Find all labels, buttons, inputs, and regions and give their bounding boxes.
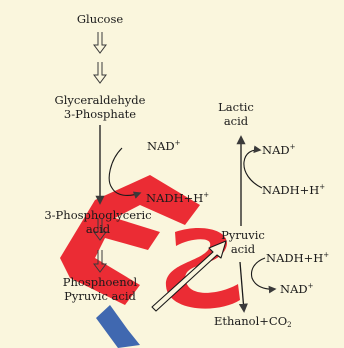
nadh-lactic-label: NADH+H+ (262, 183, 325, 197)
double-line-down-arrow-2 (93, 62, 107, 84)
nad-left-cofactor-curve (108, 147, 142, 199)
nadh-left-sup: + (203, 191, 210, 199)
nad-left-label: NAD+ (147, 139, 180, 153)
glyceraldehyde-line1: Glyceraldehyde (54, 93, 146, 107)
phosphoglyceric-line2: acid (85, 222, 111, 236)
pep-line2: Pyruvic acid (64, 289, 136, 303)
ethanol-text: Ethanol+CO (214, 314, 288, 328)
nad-lactic-text: NAD (262, 143, 290, 157)
nadh-lactic-cofactor-curve (243, 145, 263, 189)
lactic-line2: acid (223, 114, 249, 128)
nadh-lactic-text: NADH+H (262, 183, 320, 197)
nadh-ethanol-text: NADH+H (266, 251, 324, 265)
pyruvic-to-ethanol-arrow (238, 261, 248, 313)
double-line-down-arrow-4 (93, 250, 107, 273)
nad-ethanol-label: NAD+ (280, 282, 313, 296)
lactic-line1: Lactic (218, 100, 254, 114)
nadh-left-text: NADH+H (146, 191, 204, 205)
nadh-lactic-sup: + (319, 183, 326, 191)
double-line-down-arrow-3 (93, 218, 107, 241)
phosphoglyceric-line1: 3-Phosphoglyceric (44, 208, 152, 222)
nad-ethanol-sup: + (307, 282, 314, 290)
nad-lactic-label: NAD+ (262, 143, 295, 157)
nadh-left-label: NADH+H+ (146, 191, 209, 205)
nadh-ethanol-sup: + (323, 251, 330, 259)
hollow-diagonal-arrow (151, 240, 227, 312)
pyruvic-label: Pyruvic acid (215, 228, 271, 256)
double-line-down-arrow-1 (93, 32, 107, 54)
nad-left-sup: + (174, 139, 181, 147)
nadh-ethanol-cofactor-curve (250, 257, 277, 294)
watermark-letter-e (60, 175, 200, 305)
pep-line1: Phosphoenol (62, 275, 138, 289)
pyruvic-line1: Pyruvic (221, 228, 265, 242)
nad-ethanol-text: NAD (280, 282, 308, 296)
pep-label: Phosphoenol Pyruvic acid (40, 275, 160, 303)
nad-lactic-sup: + (289, 143, 296, 151)
glyceraldehyde-label: Glyceraldehyde 3-Phosphate (30, 93, 170, 121)
nad-left-text: NAD (147, 139, 175, 153)
phosphoglyceric-label: 3-Phosphoglyceric acid (28, 208, 168, 236)
pyruvic-line2: acid (230, 242, 256, 256)
glyceraldehyde-line2: 3-Phosphate (63, 107, 137, 121)
lactic-label: Lactic acid (206, 100, 266, 128)
ethanol-label: Ethanol+CO2 (214, 314, 292, 329)
glucose-label: Glucose (76, 12, 124, 26)
watermark-accent (96, 305, 140, 348)
ethanol-sub: 2 (287, 321, 292, 329)
nadh-ethanol-label: NADH+H+ (266, 251, 329, 265)
